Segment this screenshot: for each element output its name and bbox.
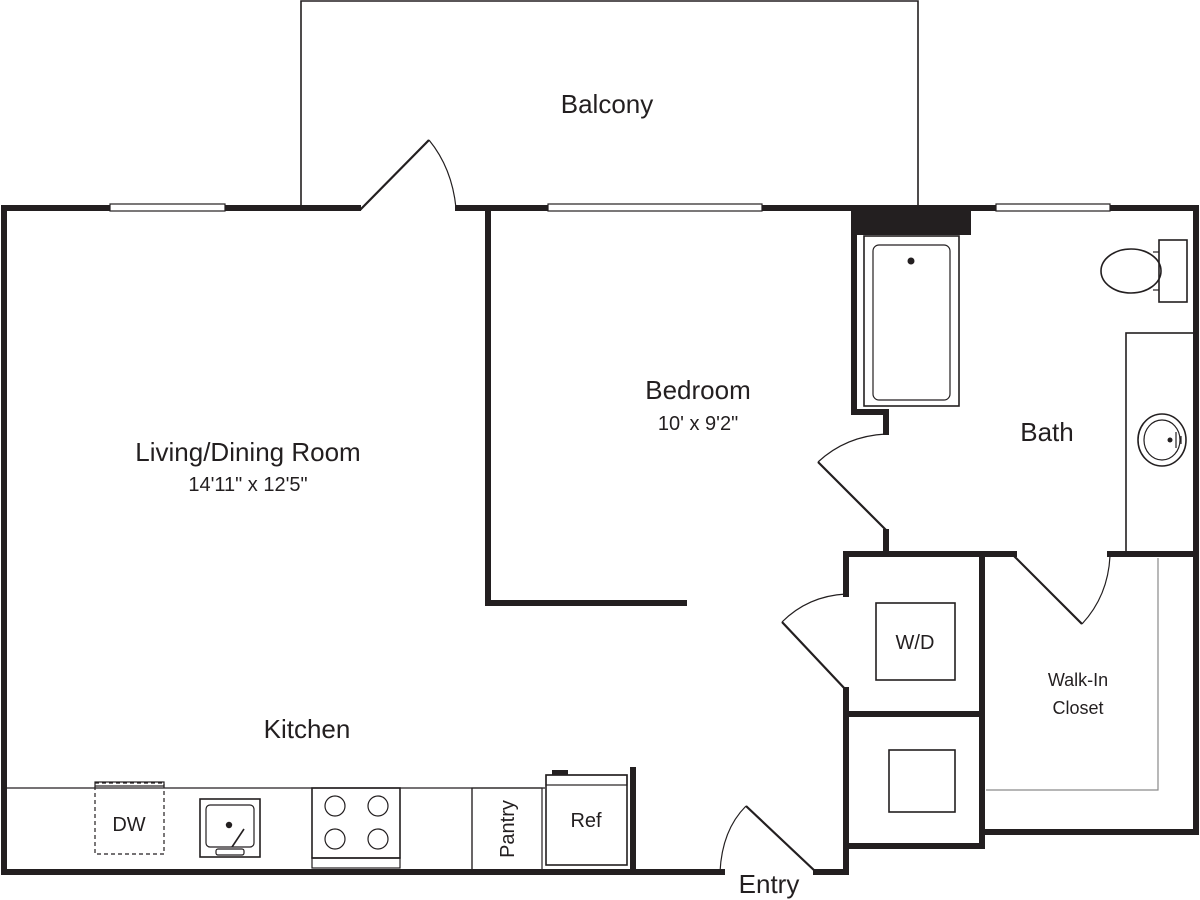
- fixture-labels: DW Pantry Ref W/D: [112, 632, 934, 858]
- kitchen-label: Kitchen: [264, 714, 351, 744]
- bath-door: [817, 461, 887, 531]
- walls: [1, 205, 1199, 875]
- entry-door: [745, 805, 817, 873]
- burner-icon: [367, 828, 389, 850]
- living-room-dimensions: 14'11" x 12'5": [188, 474, 307, 496]
- burner-icon: [367, 795, 389, 817]
- dishwasher-label: DW: [112, 814, 145, 836]
- closet-shelving: [986, 558, 1159, 791]
- window-living: [109, 203, 226, 212]
- window-bedroom: [547, 203, 763, 212]
- closet-door: [1013, 555, 1083, 625]
- pantry-label: Pantry: [497, 800, 519, 858]
- bedroom-dimensions: 10' x 9'2": [658, 413, 738, 435]
- balcony-label: Balcony: [561, 89, 654, 119]
- bath-fixtures: [863, 235, 1197, 554]
- tub-header-block: [852, 205, 971, 235]
- refrigerator-label: Ref: [570, 810, 602, 832]
- water-heater-box: [888, 749, 956, 813]
- balcony-outline: [300, 0, 919, 208]
- windows: [109, 203, 1111, 212]
- room-labels: Balcony Living/Dining Room 14'11" x 12'5…: [135, 89, 1108, 899]
- bedroom-label: Bedroom: [645, 375, 751, 405]
- bath-sink: [1137, 413, 1187, 467]
- entry-label: Entry: [739, 869, 800, 899]
- washer-dryer-label: W/D: [896, 632, 935, 654]
- washer-dryer-box: [875, 602, 956, 681]
- toilet-tank: [1158, 239, 1188, 303]
- living-room-label: Living/Dining Room: [135, 437, 360, 467]
- toilet: [1100, 248, 1162, 294]
- pantry: [471, 787, 543, 871]
- kitchen-drain-icon: [225, 821, 233, 829]
- closet-label-line1: Walk-In: [1048, 670, 1108, 690]
- kitchen-counter: [6, 770, 628, 871]
- balcony-door: [359, 139, 430, 211]
- burner-icon: [324, 828, 346, 850]
- laundry-door: [781, 621, 847, 691]
- kitchen-sink: [199, 798, 261, 858]
- bath-label: Bath: [1020, 417, 1074, 447]
- burner-icon: [324, 795, 346, 817]
- range: [311, 787, 401, 859]
- tub-drain-icon: [907, 257, 915, 265]
- closet-label-line2: Closet: [1052, 698, 1103, 718]
- laundry-fixtures: [875, 602, 956, 813]
- window-bath: [995, 203, 1111, 212]
- doors: [359, 139, 1111, 873]
- bathtub: [863, 235, 960, 407]
- vanity-counter: [1125, 332, 1197, 554]
